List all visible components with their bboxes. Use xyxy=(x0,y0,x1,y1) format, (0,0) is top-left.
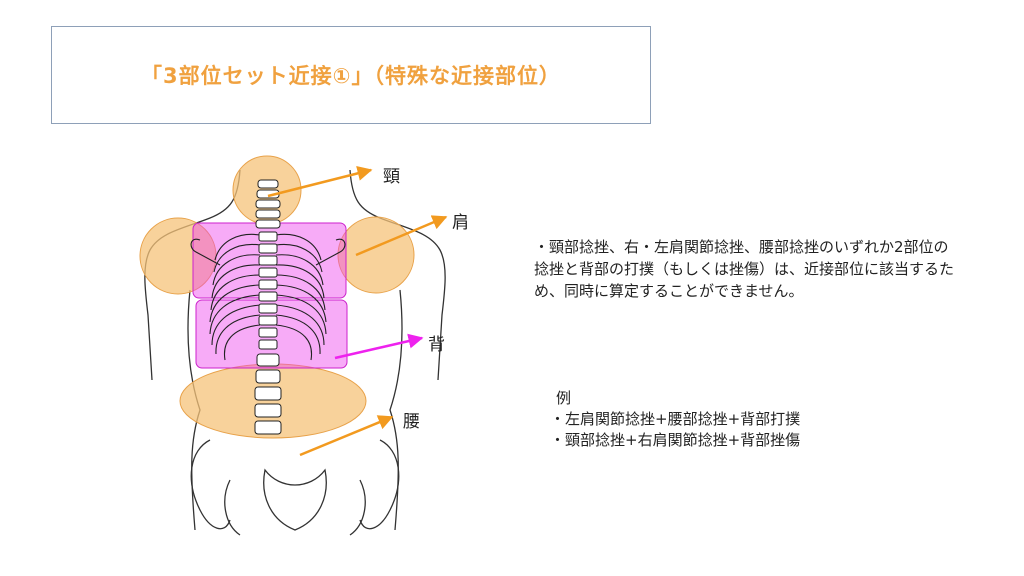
shoulder-label: 肩 xyxy=(452,213,469,233)
orange-regions xyxy=(139,155,415,439)
spine xyxy=(254,179,282,435)
waist-arrow xyxy=(299,415,394,457)
description-text: ・頸部捻挫、右・左肩関節捻挫、腰部捻挫のいずれか2部位の捻挫と背部の打撲（もしく… xyxy=(534,238,955,300)
example-item: ・左肩関節捻挫+腰部捻挫+背部打撲 xyxy=(550,410,801,428)
back-arrow xyxy=(334,333,424,360)
back-anatomy-diagram xyxy=(139,155,448,536)
shoulder-arrow xyxy=(355,215,448,257)
neck-arrow xyxy=(267,166,373,198)
example-block: 例 ・左肩関節捻挫+腰部捻挫+背部打撲 ・頸部捻挫+右肩関節捻挫+背部挫傷 xyxy=(550,388,800,451)
ribcage xyxy=(190,233,346,361)
neck-label: 頸 xyxy=(383,167,400,187)
slide-title: 「3部位セット近接①」（特殊な近接部位） xyxy=(141,64,561,88)
title-box: 「3部位セット近接①」（特殊な近接部位） xyxy=(51,26,651,124)
example-heading: 例 xyxy=(556,389,572,407)
waist-label: 腰 xyxy=(403,412,420,432)
example-item: ・頸部捻挫+右肩関節捻挫+背部挫傷 xyxy=(550,431,801,449)
back-label: 背 xyxy=(428,335,445,355)
right-shoulder-region xyxy=(337,216,415,294)
